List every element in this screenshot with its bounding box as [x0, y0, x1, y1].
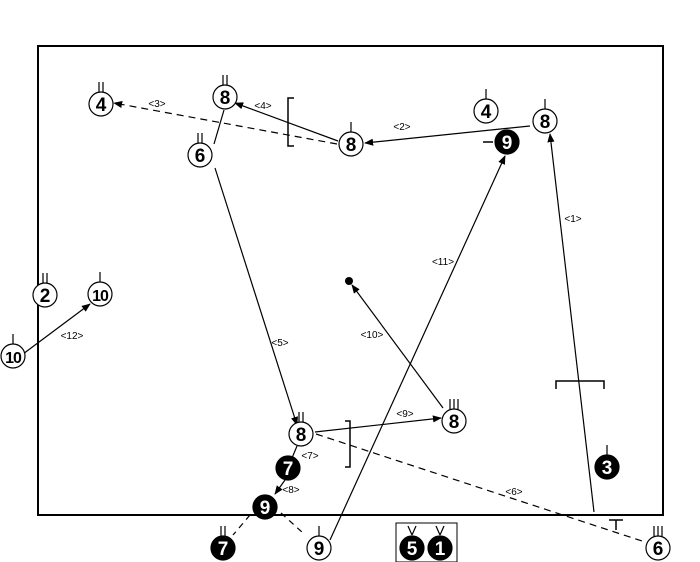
player-circle: 6: [645, 526, 671, 561]
pass-line-a: [213, 109, 225, 145]
player-number: 9: [260, 498, 271, 519]
pass-label-1: <1>: [564, 214, 581, 225]
pass-label-7: <7>: [301, 451, 318, 462]
field-boundary: [37, 45, 664, 516]
player-circle: 4: [88, 82, 114, 117]
player-number: 8: [449, 412, 460, 433]
player-number: 2: [40, 286, 51, 307]
player-number: 8: [346, 135, 357, 156]
player-circle: 7: [275, 455, 301, 481]
pass-line-9a: [232, 514, 251, 536]
player-number: 7: [283, 459, 294, 480]
pass-line-12: [22, 303, 91, 355]
player-circle: 8: [532, 99, 558, 134]
pass-label-6: <6>: [505, 487, 522, 498]
player-number: 9: [314, 539, 325, 560]
bench-box: [395, 522, 458, 562]
players: 8 4 6 8 4 8 9: [0, 75, 671, 561]
pass-label-10: <10>: [361, 330, 384, 341]
screen-bottom: [345, 420, 351, 468]
pass-line-7: [291, 445, 298, 459]
pass-line-9: [314, 415, 442, 433]
ball-marker: [345, 277, 353, 285]
player-circle: 6: [187, 133, 213, 168]
player-number: 8: [296, 425, 307, 446]
player-number: 5: [407, 539, 418, 560]
player-number: 8: [220, 88, 231, 109]
pass-line-6: [315, 433, 646, 543]
player-circle: 4: [473, 89, 499, 124]
player-circle: 9: [483, 129, 520, 155]
pass-line-11: [329, 155, 506, 541]
pass-line-4: [234, 102, 339, 142]
player-number: 7: [218, 539, 229, 560]
player-circle: 9: [252, 494, 278, 520]
pass-line-9b: [280, 512, 304, 534]
player-number: 6: [195, 146, 206, 167]
screen-top: [287, 97, 294, 147]
player-circle: 8: [441, 399, 467, 434]
pass-line-2: [364, 125, 531, 146]
pass-line-5: [214, 167, 298, 426]
pass-label-12: <12>: [61, 331, 84, 342]
screens: [287, 97, 623, 530]
pass-labels: <1> <2> <3> <4> <5> <6> <7> <8> <9> <10>…: [61, 99, 582, 498]
player-circle: 3: [594, 445, 620, 480]
player-circle: 9: [306, 526, 332, 561]
player-circle: 5: [399, 525, 425, 561]
pass-line-10: [351, 284, 444, 409]
player-circle: 10: [87, 272, 113, 307]
player-circle: 8: [212, 75, 238, 110]
pass-label-3: <3>: [148, 99, 165, 110]
player-number: 9: [502, 133, 513, 154]
player-circle: 10: [0, 334, 26, 369]
player-circle: 7: [210, 526, 236, 561]
player-number: 4: [96, 95, 107, 116]
player-circle: 8: [288, 412, 314, 447]
screen-right: [555, 380, 605, 389]
player-circle: 8: [338, 122, 364, 157]
player-number: 3: [602, 458, 613, 479]
player-circle: 2: [32, 273, 58, 308]
player-number: 10: [92, 288, 109, 305]
player-number: 10: [5, 350, 22, 367]
pass-line-3: [113, 100, 338, 145]
screen-baseline: [609, 519, 623, 530]
pass-label-11: <11>: [432, 257, 454, 268]
player-circle: 1: [427, 525, 453, 561]
pass-label-9: <9>: [396, 409, 413, 420]
pass-label-8: <8>: [282, 485, 299, 496]
player-number: 6: [653, 539, 664, 560]
pass-label-2: <2>: [393, 122, 410, 133]
pass-line-1: [547, 133, 595, 513]
pass-label-5: <5>: [271, 338, 288, 349]
player-number: 4: [481, 102, 492, 123]
pass-label-4: <4>: [254, 101, 271, 112]
player-number: 8: [540, 112, 551, 133]
player-number: 1: [435, 539, 446, 560]
pass-lines: [22, 100, 646, 543]
pass-line-8: [274, 479, 286, 495]
